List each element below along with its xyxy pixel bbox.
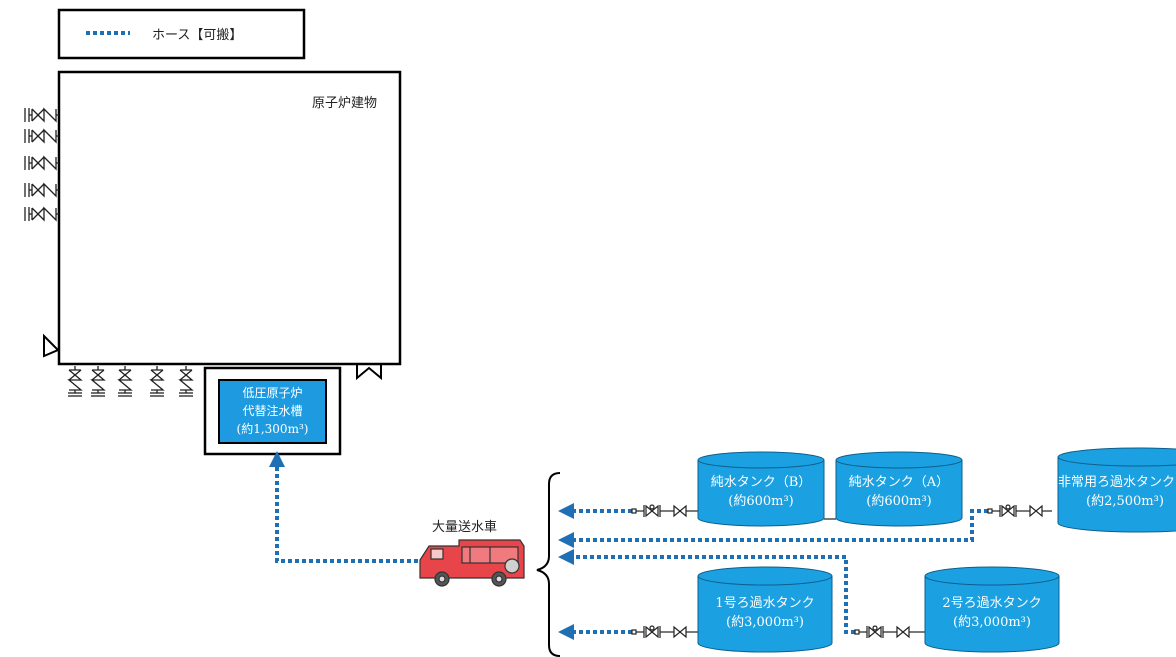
tank-label: 純水タンク（B） (約600m³) [698, 473, 824, 511]
tank-name: 2号ろ過水タンク [942, 596, 1042, 611]
left-wall-valves [24, 107, 59, 222]
valve-icon [90, 366, 106, 397]
bottom-valves [67, 366, 194, 397]
tank-no1-filtered-water [697, 566, 833, 653]
tank-capacity: (約600m³) [728, 494, 794, 509]
valve-icon [149, 366, 165, 397]
basin-label: 低圧原子炉 代替注水槽 (約1,300m³) [219, 384, 326, 438]
basin-label-line2: 代替注水槽 [242, 404, 303, 418]
valve-icon [24, 206, 59, 222]
tank-valve-assembly [631, 504, 1052, 639]
valve-icon [24, 128, 59, 144]
tank-capacity: (約3,000m³) [726, 615, 804, 630]
basin-water [218, 379, 327, 444]
reactor-building-label: 原子炉建物 [312, 96, 378, 111]
reactor-building [57, 70, 402, 366]
tank-capacity: (約3,000m³) [953, 615, 1031, 630]
tank-name: 1号ろ過水タンク [715, 596, 815, 611]
hose-from-emergency-tank [558, 509, 988, 548]
basin-label-line3: (約1,300m³) [236, 422, 309, 436]
truck-label: 大量送水車 [432, 520, 498, 535]
tank-name: 純水タンク（A） [848, 475, 950, 490]
tank-no2-filtered-water [924, 566, 1060, 653]
tank-pure-water-a [835, 451, 963, 527]
legend-box [57, 8, 306, 60]
tank-pure-water-b [697, 451, 825, 527]
tank-label: 2号ろ過水タンク (約3,000m³) [925, 594, 1059, 632]
corner-valve-icon [356, 364, 382, 381]
valve-icon [67, 366, 83, 397]
valve-icon [117, 366, 133, 397]
fire-truck-icon [419, 539, 525, 587]
legend-hose-label: ホース【可搬】 [152, 28, 243, 43]
corner-valve-icon [43, 333, 60, 358]
valve-icon [24, 155, 59, 171]
tank-label: 純水タンク（A） (約600m³) [836, 473, 962, 511]
tank-label: 1号ろ過水タンク (約3,000m³) [698, 594, 832, 632]
valve-icon [178, 366, 194, 397]
hose-from-no2-tank [558, 549, 855, 634]
tank-label: 非常用ろ過水タンク (約2,500m³) [1058, 473, 1176, 511]
hose-to-basin [269, 451, 418, 563]
valve-icon [24, 182, 59, 198]
valve-icon [24, 107, 59, 123]
tank-emergency-filtered-water [1057, 447, 1176, 533]
tank-name: 純水タンク（B） [710, 475, 812, 490]
tank-capacity: (約2,500m³) [1086, 494, 1164, 509]
tank-capacity: (約600m³) [866, 494, 932, 509]
basin-label-line1: 低圧原子炉 [242, 386, 303, 400]
tank-name: 非常用ろ過水タンク [1058, 475, 1176, 490]
brace [536, 472, 561, 657]
